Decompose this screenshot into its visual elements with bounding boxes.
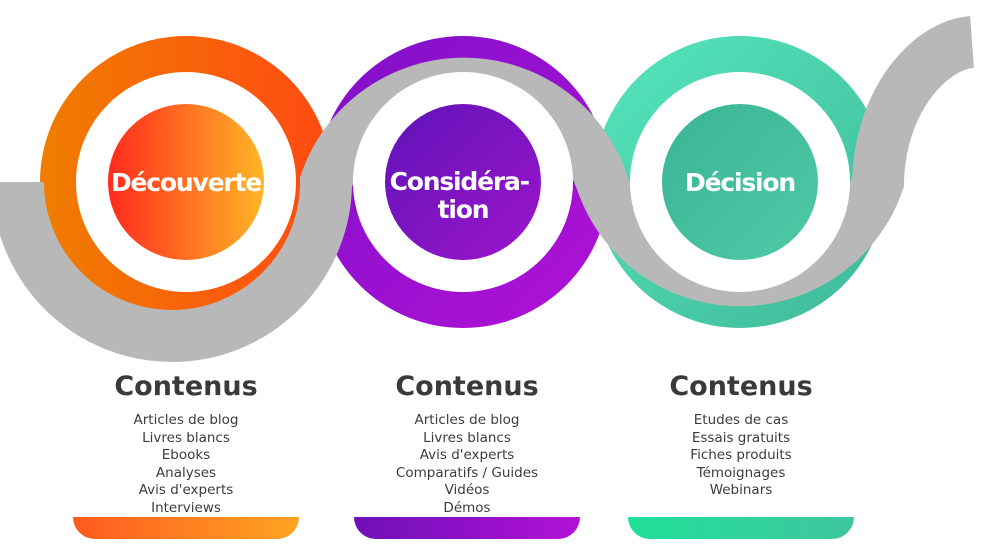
stage-label-line-1: Considéra- — [390, 167, 530, 196]
stage-circle-consideration — [385, 104, 541, 260]
list-item: Avis d'experts — [419, 447, 515, 464]
stage-label-consideration: Considéra- tion — [390, 167, 537, 224]
contents-list: Articles de blog Livres blancs Avis d'ex… — [347, 412, 587, 518]
list-item: Fiches produits — [690, 447, 792, 464]
list-item: Démos — [443, 499, 491, 516]
list-item: Essais gratuits — [691, 429, 791, 446]
list-item: Webinars — [709, 482, 773, 499]
contents-title: Contenus — [395, 371, 539, 402]
list-item: Livres blancs — [142, 429, 230, 446]
stage-bar-decouverte — [73, 517, 299, 539]
contents-column-consideration: Contenus Articles de blog Livres blancs … — [347, 370, 587, 518]
stage-bar-decision — [628, 517, 854, 539]
list-item: Comparatifs / Guides — [395, 464, 539, 481]
list-item: Témoignages — [696, 464, 786, 481]
list-item: Analyses — [155, 464, 217, 481]
funnel-wave-diagram: Découverte Considéra- tion Décision — [0, 16, 976, 362]
list-item: Avis d'experts — [138, 482, 234, 499]
contents-title: Contenus — [669, 371, 813, 402]
stage-circle-decision — [662, 104, 818, 260]
list-item: Articles de blog — [133, 412, 239, 428]
contents-list: Etudes de cas Essais gratuits Fiches pro… — [621, 412, 861, 500]
stage-label-line-2: tion — [438, 195, 489, 224]
contents-list: Articles de blog Livres blancs Ebooks An… — [66, 412, 306, 518]
stage-circle-decouverte — [108, 104, 264, 260]
contents-title: Contenus — [114, 371, 258, 402]
list-item: Articles de blog — [414, 412, 520, 428]
list-item: Etudes de cas — [693, 412, 789, 428]
list-item: Vidéos — [444, 482, 490, 499]
contents-column-decouverte: Contenus Articles de blog Livres blancs … — [66, 370, 306, 518]
contents-column-decision: Contenus Etudes de cas Essais gratuits F… — [621, 370, 861, 500]
stage-bar-consideration — [354, 517, 580, 539]
list-item: Ebooks — [161, 447, 211, 464]
list-item: Livres blancs — [423, 429, 511, 446]
stage-label-decouverte: Découverte — [111, 168, 261, 197]
list-item: Interviews — [151, 499, 221, 516]
stage-label-decision: Décision — [685, 168, 795, 197]
